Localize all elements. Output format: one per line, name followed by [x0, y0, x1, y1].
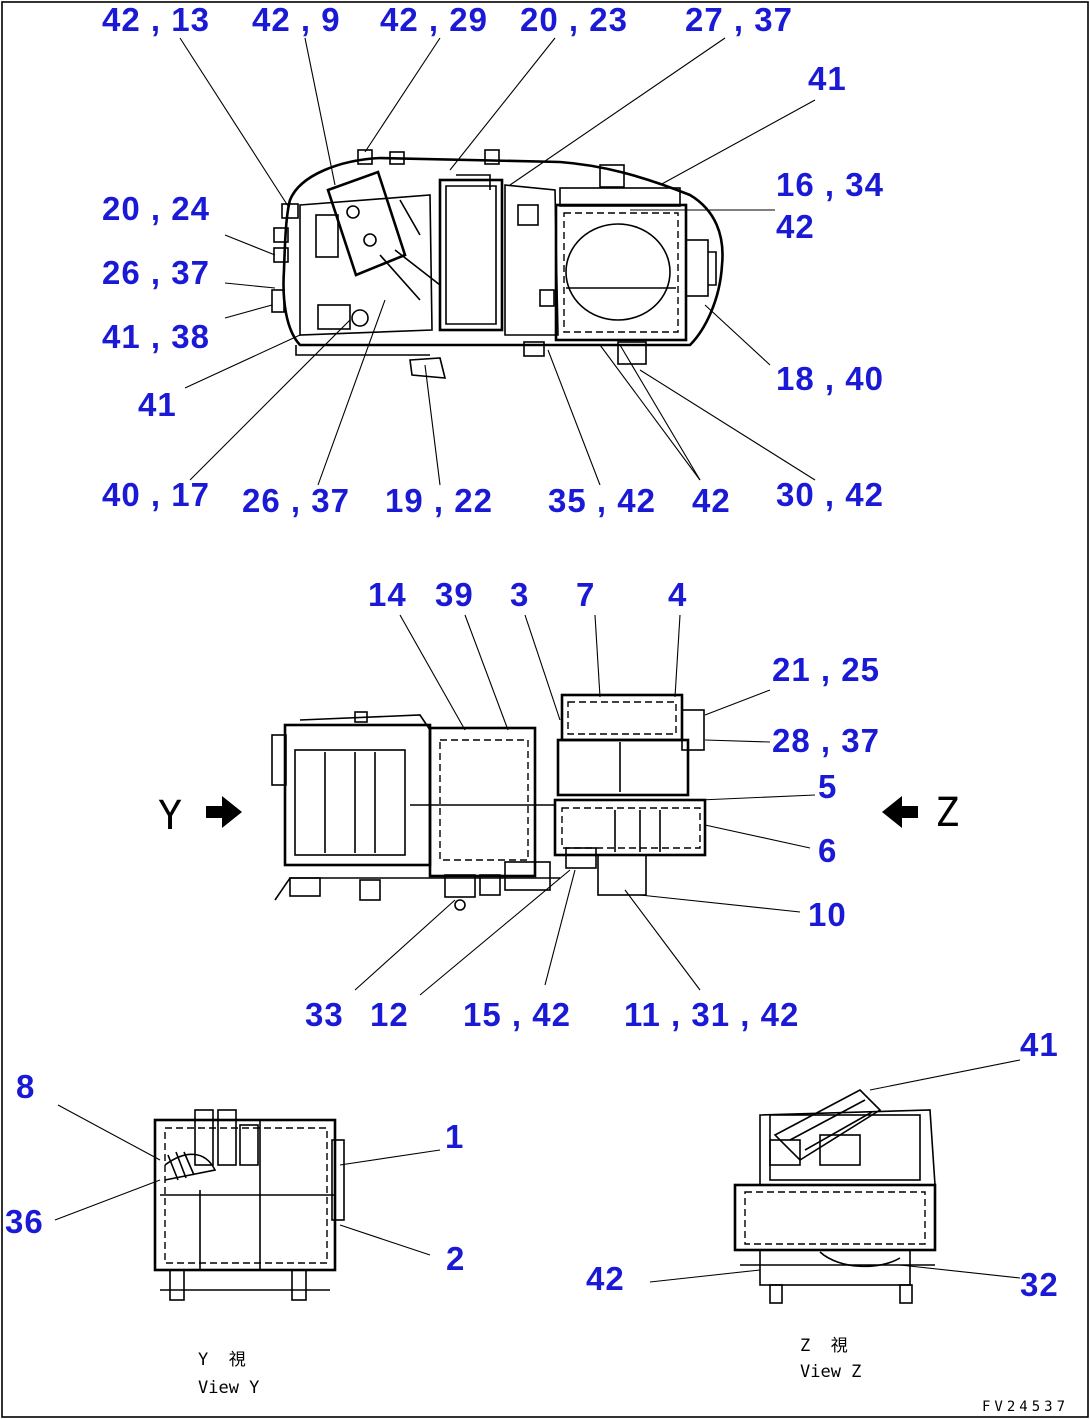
- callout-2: 2: [446, 1240, 466, 1277]
- callout-42-right: 42: [776, 208, 815, 245]
- callout-18-40: 18 , 40: [776, 360, 884, 397]
- callout-19-22: 19 , 22: [385, 482, 493, 519]
- top-view-leaders: [179, 37, 816, 486]
- callout-33: 33: [305, 996, 344, 1033]
- callout-36: 36: [5, 1203, 44, 1240]
- drawing-code: FV24537: [982, 1399, 1070, 1415]
- view-z-label-jp: Z 視: [800, 1336, 848, 1356]
- callout-32: 32: [1020, 1266, 1059, 1303]
- callout-30-42: 30 , 42: [776, 476, 884, 513]
- callout-41-38: 41 , 38: [102, 318, 210, 355]
- callout-41-lower-left: 41: [138, 386, 177, 423]
- callout-41-view-z: 41: [1020, 1026, 1059, 1063]
- callout-6: 6: [818, 832, 838, 869]
- callout-42-bottom: 42: [692, 482, 731, 519]
- direction-letter-y: Y: [158, 793, 183, 839]
- callout-40-17: 40 , 17: [102, 476, 210, 513]
- callout-16-34: 16 , 34: [776, 166, 884, 203]
- callout-14: 14: [368, 576, 407, 613]
- arrow-z-icon: [882, 796, 918, 828]
- top-view-assembly: [271, 149, 724, 379]
- callout-21-25: 21 , 25: [772, 651, 880, 688]
- callout-42-9: 42 , 9: [252, 1, 341, 38]
- callout-39: 39: [435, 576, 474, 613]
- view-y-label-en: View Y: [198, 1378, 260, 1398]
- callout-1: 1: [445, 1118, 465, 1155]
- callout-4: 4: [668, 576, 688, 613]
- callout-42-view-z: 42: [586, 1260, 625, 1297]
- callout-26-37-left: 26 , 37: [102, 254, 210, 291]
- callout-11-31-42: 11 , 31 , 42: [624, 996, 800, 1033]
- direction-letter-z: Z: [935, 790, 960, 836]
- side-view-assembly: [206, 693, 918, 911]
- callout-8: 8: [16, 1068, 36, 1105]
- view-y-leaders: [54, 1104, 441, 1256]
- callout-20-23: 20 , 23: [520, 1, 628, 38]
- callout-42-29: 42 , 29: [380, 1, 488, 38]
- callout-15-42: 15 , 42: [463, 996, 571, 1033]
- arrow-y-icon: [206, 796, 242, 828]
- side-view-leaders: [354, 614, 816, 996]
- view-z-leaders: [649, 1059, 1021, 1283]
- callout-20-24: 20 , 24: [102, 190, 210, 227]
- view-z-assembly: [733, 1089, 937, 1304]
- callout-42-13: 42 , 13: [102, 1, 210, 38]
- callout-27-37: 27 , 37: [685, 1, 793, 38]
- view-y-assembly: [153, 1109, 345, 1301]
- callout-28-37: 28 , 37: [772, 722, 880, 759]
- callout-3: 3: [510, 576, 530, 613]
- view-z-label-en: View Z: [800, 1362, 862, 1382]
- callout-7: 7: [576, 576, 596, 613]
- callout-41-top-right: 41: [808, 60, 847, 97]
- callout-5: 5: [818, 768, 838, 805]
- view-y-label-jp: Y 視: [198, 1350, 246, 1370]
- callout-12: 12: [370, 996, 409, 1033]
- callout-10: 10: [808, 896, 847, 933]
- callout-35-42: 35 , 42: [548, 482, 656, 519]
- callout-26-37-bottom: 26 , 37: [242, 482, 350, 519]
